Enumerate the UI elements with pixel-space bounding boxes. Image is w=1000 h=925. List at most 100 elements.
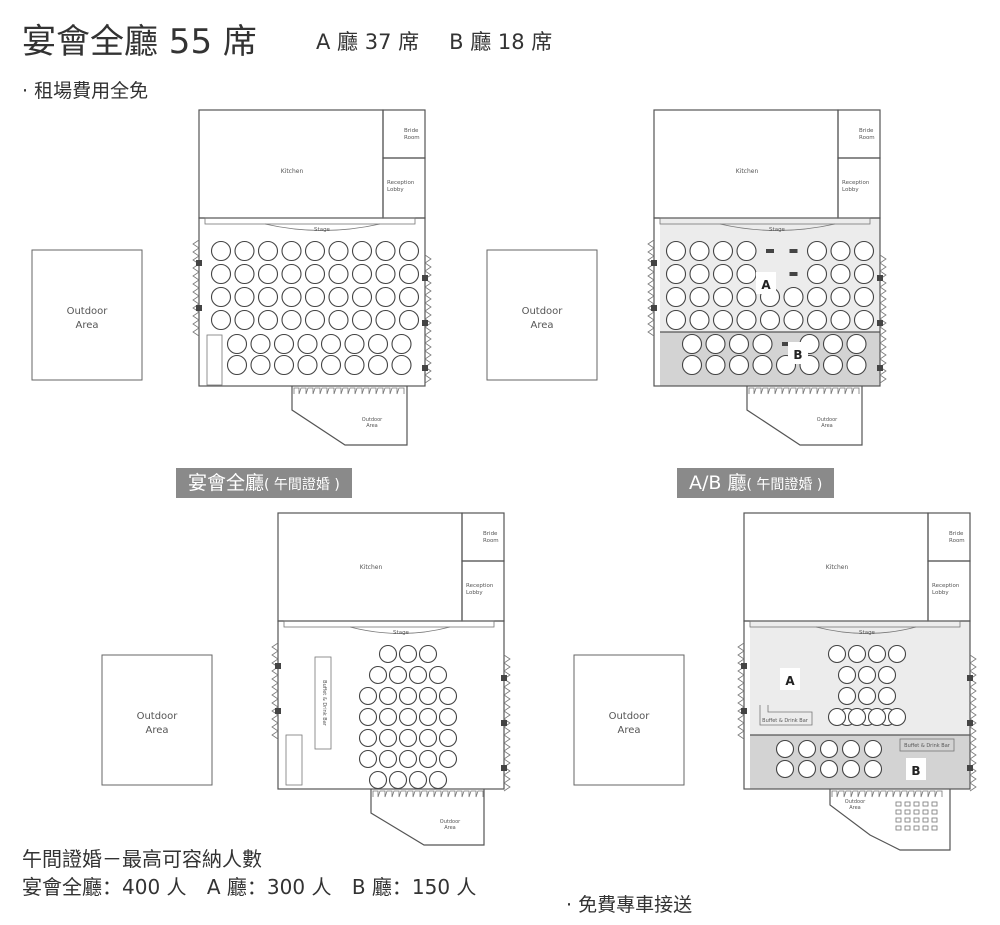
caption-sub: ( 午間證婚 )	[746, 477, 823, 493]
round-table	[273, 354, 295, 376]
terrace-label: Outdoor	[362, 417, 383, 423]
reception-label-2: Lobby	[932, 590, 949, 596]
caption-main: 宴會全廳	[188, 472, 265, 494]
kitchen-label: Kitchen	[360, 564, 383, 571]
stage-platform	[349, 626, 451, 634]
outdoor-area-box	[573, 654, 685, 786]
window-right	[877, 254, 887, 384]
round-table	[328, 263, 349, 285]
round-table	[841, 759, 861, 779]
round-table	[257, 309, 279, 331]
pillar	[766, 249, 774, 253]
round-table	[344, 333, 365, 355]
round-table	[797, 739, 817, 759]
reception-label: Reception	[466, 583, 494, 589]
terrace-seat	[904, 801, 911, 807]
window-left	[647, 239, 657, 337]
round-table	[358, 728, 378, 748]
floorplan-ab-hall-ceremony: Outdoor Area Kitchen Bride Room Receptio…	[573, 512, 977, 851]
terrace-label: Outdoor	[817, 417, 838, 423]
caption-full-hall-banquet: 宴會全廳( 午間證婚 )	[176, 468, 352, 498]
round-table	[822, 333, 844, 355]
round-table	[408, 665, 428, 685]
outdoor-area-label: Outdoor	[522, 306, 564, 317]
round-table	[837, 686, 857, 706]
round-table	[806, 240, 828, 262]
hall-b-badge	[906, 758, 926, 780]
round-table	[273, 333, 295, 355]
round-table	[375, 263, 396, 285]
round-table	[328, 286, 349, 308]
round-table	[681, 333, 703, 355]
round-table	[783, 309, 804, 331]
buffet-bar-label: Buffet & Drink Bar	[321, 680, 327, 727]
pillar	[741, 708, 747, 714]
round-table	[819, 739, 839, 759]
round-table	[705, 354, 726, 376]
round-table	[250, 333, 271, 355]
round-table	[665, 240, 687, 262]
hall-a-tables-top	[827, 644, 907, 664]
page-title: 宴會全廳 55 席	[22, 22, 257, 62]
bride-room	[461, 512, 505, 562]
stage-rail	[659, 217, 871, 225]
hall-a-badge	[756, 272, 776, 294]
round-table	[665, 286, 687, 308]
capacity-heading: 午間證婚－最高可容納人數	[22, 847, 262, 871]
hall-b-tables	[775, 739, 883, 779]
round-table	[398, 240, 420, 262]
round-table	[304, 309, 326, 331]
round-table	[797, 759, 817, 779]
round-table	[752, 333, 773, 355]
terrace-label-2: Area	[821, 423, 833, 429]
hall-b-badge	[788, 342, 808, 364]
round-table	[398, 309, 420, 331]
terrace-seats	[895, 801, 938, 831]
round-table	[210, 309, 232, 331]
round-table	[418, 707, 438, 727]
round-table	[378, 644, 398, 664]
terrace-seat	[895, 825, 902, 831]
ceremony-tables-upper	[368, 665, 448, 685]
buffet-bar-b	[899, 738, 955, 752]
round-table	[736, 240, 757, 262]
free-rental-note: · 租場費用全免	[22, 80, 149, 102]
pillar	[789, 249, 798, 253]
round-table	[367, 354, 389, 376]
pillar	[967, 720, 973, 726]
terrace-label-2: Area	[366, 423, 378, 429]
capacity-full-hall: 宴會全廳：400 人	[22, 875, 187, 899]
capacity-hall-b: B 廳：150 人	[351, 875, 477, 899]
round-table	[328, 240, 349, 262]
round-table	[328, 309, 349, 331]
round-table	[234, 309, 255, 331]
chair-row-bottom	[372, 790, 484, 798]
round-table	[665, 263, 687, 285]
pillar	[196, 260, 202, 266]
chair-row-bottom	[293, 387, 405, 395]
banquet-tables-lower	[226, 333, 412, 376]
round-table	[297, 354, 318, 376]
hall-a-badge	[780, 668, 800, 690]
kitchen-room	[653, 109, 839, 219]
buffet-bar-a-label: Buffet & Drink Bar	[762, 718, 809, 724]
terrace-seat	[931, 825, 938, 831]
window-panel	[424, 254, 432, 384]
pillar	[877, 365, 883, 371]
terrace-seat	[913, 809, 920, 815]
pillar	[741, 663, 747, 669]
stage-platform	[264, 223, 381, 231]
terrace-seat	[922, 825, 929, 831]
bride-room	[927, 512, 971, 562]
round-table	[830, 263, 851, 285]
pillar	[422, 320, 428, 326]
round-table	[378, 686, 398, 706]
round-table	[304, 240, 326, 262]
round-table	[320, 333, 342, 355]
outdoor-area-label: Outdoor	[67, 306, 109, 317]
round-table	[351, 286, 373, 308]
round-table	[830, 240, 851, 262]
round-table	[827, 644, 847, 664]
round-table	[351, 240, 373, 262]
reception-label-2: Lobby	[842, 187, 859, 193]
